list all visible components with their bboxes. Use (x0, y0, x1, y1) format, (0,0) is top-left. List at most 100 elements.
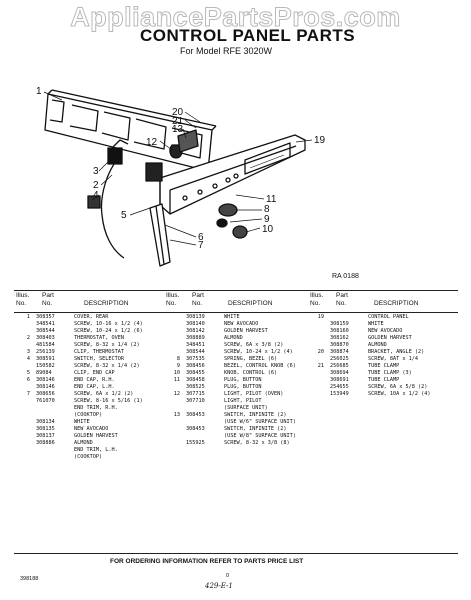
part-number (330, 314, 368, 321)
part-description: NEW AVOCADO (74, 426, 109, 432)
part-number: 308146 (36, 377, 55, 383)
illus-number (310, 328, 330, 335)
illus-number (310, 370, 330, 377)
illus-number (166, 349, 186, 356)
part-description: TUBE CLAMP (368, 377, 400, 383)
part-description: ALMOND (368, 342, 387, 348)
part-description: (USE W/8" SURFACE UNIT) (224, 433, 296, 439)
callout-19: 19 (314, 135, 326, 146)
part-description: END TRIM, R.H. (74, 405, 118, 411)
header-illus: Illus. (166, 292, 180, 299)
header-description: DESCRIPTION (374, 300, 419, 307)
part-description: (USE W/6" SURFACE UNIT) (224, 419, 296, 425)
part-number: 481584 (36, 342, 55, 348)
illus-number (310, 377, 330, 384)
illus-number (16, 384, 36, 391)
illus-number: 2 (26, 335, 30, 341)
part-number: 308458 (186, 377, 205, 383)
illus-number (166, 314, 186, 321)
table-row: (USE W/8" SURFACE UNIT) (166, 433, 314, 440)
illus-number (310, 384, 330, 391)
part-number: 308456 (186, 363, 205, 369)
header-part-no: No. (336, 300, 347, 307)
header-illus: Illus. (16, 292, 30, 299)
infinite-switch-part (177, 129, 199, 153)
callout-4: 4 (93, 190, 99, 201)
part-number (36, 412, 74, 419)
part-number: 348541 (36, 321, 55, 327)
illus-number: 1 (26, 314, 30, 320)
part-number: 307535 (186, 356, 205, 362)
part-description: SCREW, 6A x 3/8 (2) (224, 342, 284, 348)
header-no: No. (166, 300, 177, 307)
illus-number (16, 454, 36, 461)
part-description: GOLDEN HARVEST (368, 335, 412, 341)
illus-number (16, 440, 36, 447)
illus-number: 20 (317, 349, 324, 355)
part-number: 308694 (330, 370, 349, 376)
table-row: END TRIM, L.H. (16, 447, 164, 454)
part-number: 150582 (36, 363, 55, 369)
part-number (36, 454, 74, 461)
illus-number (310, 391, 330, 398)
part-number (36, 447, 74, 454)
part-number: 308453 (186, 412, 205, 418)
illus-number (166, 398, 186, 405)
callout-3: 3 (93, 166, 99, 177)
illus-number: 21 (317, 363, 324, 369)
part-number: 308160 (330, 328, 349, 334)
illus-number: 10 (173, 370, 180, 376)
column-header: Illus. Part No. No. DESCRIPTION (166, 292, 314, 314)
doc-number: 398188 (20, 576, 39, 582)
part-description: LIGHT, PILOT (224, 398, 262, 404)
part-description: SCREW, 8-32 x 1/4 (2) (74, 342, 140, 348)
table-row: (COOKTOP) (16, 454, 164, 461)
table-row: END TRIM, R.H. (16, 405, 164, 412)
ordering-notice: FOR ORDERING INFORMATION REFER TO PARTS … (110, 558, 304, 565)
part-number: 308137 (36, 433, 55, 439)
part-number: 761070 (36, 398, 55, 404)
part-number: 307710 (186, 398, 205, 404)
part-description: NEW AVOCADO (224, 321, 259, 327)
illus-number (166, 440, 186, 447)
callout-11: 11 (266, 194, 277, 205)
table-top-rule (14, 290, 458, 291)
part-description: SCREW, 8-16 x 5/16 (1) (74, 398, 143, 404)
illus-number (166, 419, 186, 426)
part-number: 308146 (36, 384, 55, 390)
illus-number (16, 433, 36, 440)
illus-number (310, 321, 330, 328)
illus-number (16, 419, 36, 426)
illus-number (166, 335, 186, 342)
illus-number (16, 328, 36, 335)
part-description: KNOB, CONTROL (6) (224, 370, 278, 376)
part-description: CLIP, THERMOSTAT (74, 349, 124, 355)
illus-number: 3 (26, 349, 30, 355)
part-description: END TRIM, L.H. (74, 447, 118, 453)
selector-switch-part (145, 162, 163, 182)
table-row: 481584 SCREW, 8-32 x 1/4 (2) (16, 342, 164, 349)
rear-cover-part (44, 89, 217, 172)
part-number (186, 405, 224, 412)
callout-7: 7 (198, 240, 204, 251)
callout-6: 6 (198, 232, 204, 243)
header-description: DESCRIPTION (228, 300, 273, 307)
illus-number (16, 412, 36, 419)
part-number: 308889 (186, 335, 205, 341)
